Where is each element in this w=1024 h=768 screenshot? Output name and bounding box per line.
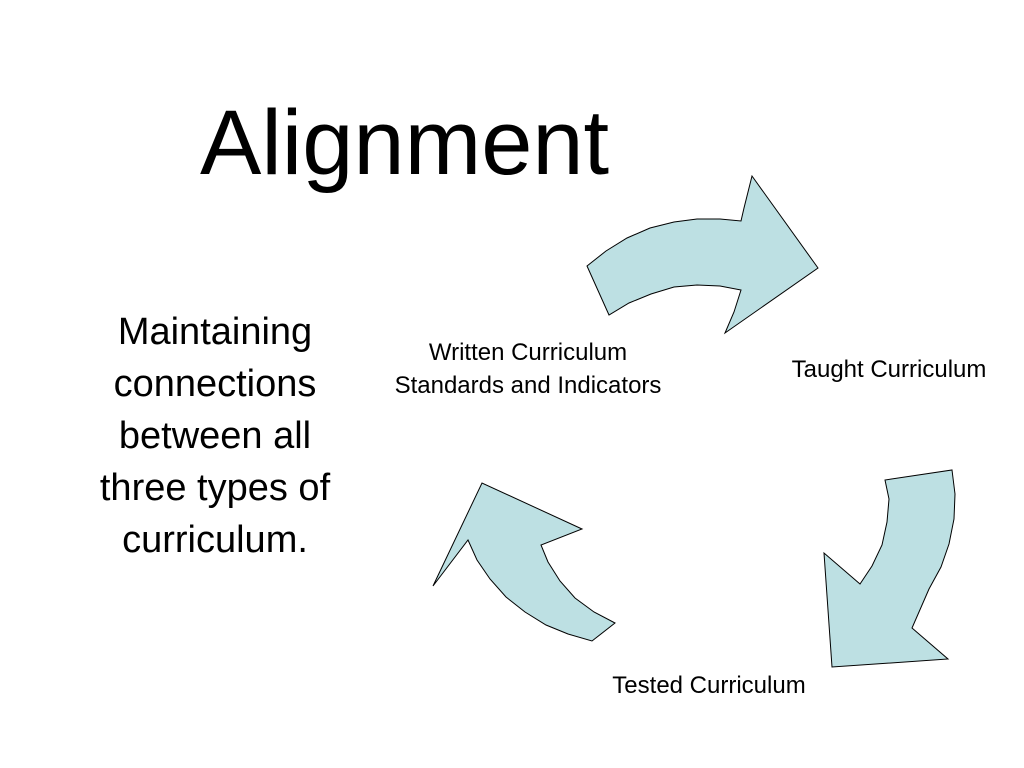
node-written-line1: Written Curriculum — [428, 339, 628, 366]
node-written-curriculum: Written Curriculum Standards and Indicat… — [368, 336, 688, 402]
body-line: curriculum. — [122, 519, 308, 561]
node-written-line2: Standards and Indicators — [394, 372, 662, 399]
slide-title: Alignment — [200, 92, 610, 194]
arrow-written-to-taught-icon — [586, 174, 819, 335]
slide-body-text: Maintaining connections between all thre… — [70, 306, 360, 566]
arrow-tested-to-written-icon — [432, 482, 616, 642]
body-line: between all — [118, 415, 312, 457]
node-taught-curriculum: Taught Curriculum — [791, 356, 987, 383]
node-tested-curriculum: Tested Curriculum — [612, 672, 806, 699]
body-line: Maintaining — [117, 311, 313, 353]
body-line: connections — [113, 363, 317, 405]
arrow-taught-to-tested-icon — [823, 469, 956, 668]
body-line: three types of — [99, 467, 331, 509]
